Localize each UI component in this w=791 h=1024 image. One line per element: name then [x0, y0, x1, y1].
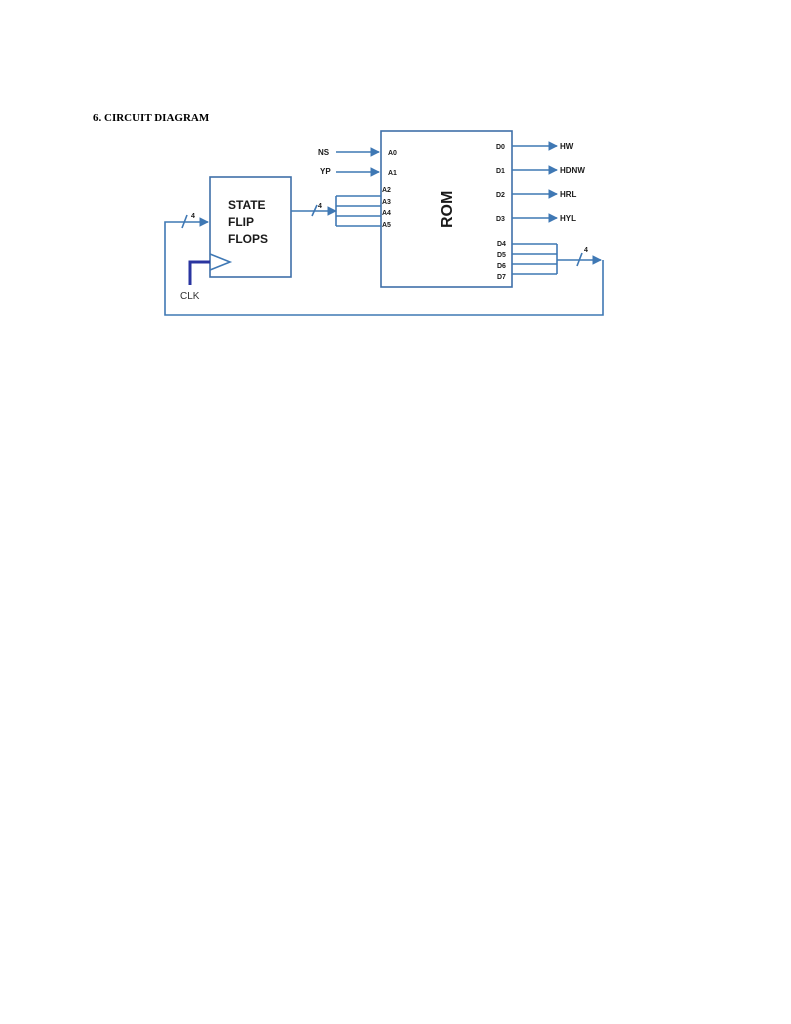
input-signal-ns: NS	[318, 148, 330, 157]
state-label-line-3: FLOPS	[228, 232, 268, 246]
feedback-loop	[164, 217, 604, 316]
rom-pin-d7: D7	[497, 274, 506, 281]
output-signal-hdnw: HDNW	[560, 166, 585, 175]
clock-label: CLK	[180, 291, 200, 302]
rom-pin-a2: A2	[382, 187, 391, 194]
state-label-line-1: STATE	[228, 198, 266, 212]
input-signal-yp: YP	[320, 167, 331, 176]
clock-triangle	[209, 253, 233, 271]
rom-pin-a3: A3	[382, 199, 391, 206]
state-flip-flops-block	[209, 176, 292, 278]
bus-width-in: 4	[318, 203, 322, 210]
section-heading: 6. CIRCUIT DIAGRAM	[93, 112, 210, 124]
bus-slash-in	[311, 204, 318, 217]
rom-pin-d4: D4	[497, 241, 506, 248]
output-signal-hw: HW	[560, 142, 574, 151]
rom-pin-a4: A4	[382, 210, 391, 217]
rom-block	[380, 130, 513, 288]
output-signal-hrl: HRL	[560, 190, 577, 199]
output-signal-hyl: HYL	[560, 214, 576, 223]
clock-wire	[188, 260, 210, 285]
rom-pin-a1: A1	[388, 170, 397, 177]
rom-pin-d5: D5	[497, 252, 506, 259]
bus-width-out: 4	[584, 247, 588, 254]
bus-slash-feedback	[181, 214, 188, 229]
rom-pin-d3: D3	[496, 216, 505, 223]
state-label-line-2: FLIP	[228, 215, 254, 229]
bus-width-feedback: 4	[191, 213, 195, 220]
rom-label: ROM	[439, 191, 456, 228]
rom-pin-a5: A5	[382, 222, 391, 229]
rom-pin-d0: D0	[496, 144, 505, 151]
bus-slash-out	[576, 252, 583, 267]
rom-pin-a0: A0	[388, 150, 397, 157]
rom-pin-d1: D1	[496, 168, 505, 175]
rom-pin-d2: D2	[496, 192, 505, 199]
rom-pin-d6: D6	[497, 263, 506, 270]
